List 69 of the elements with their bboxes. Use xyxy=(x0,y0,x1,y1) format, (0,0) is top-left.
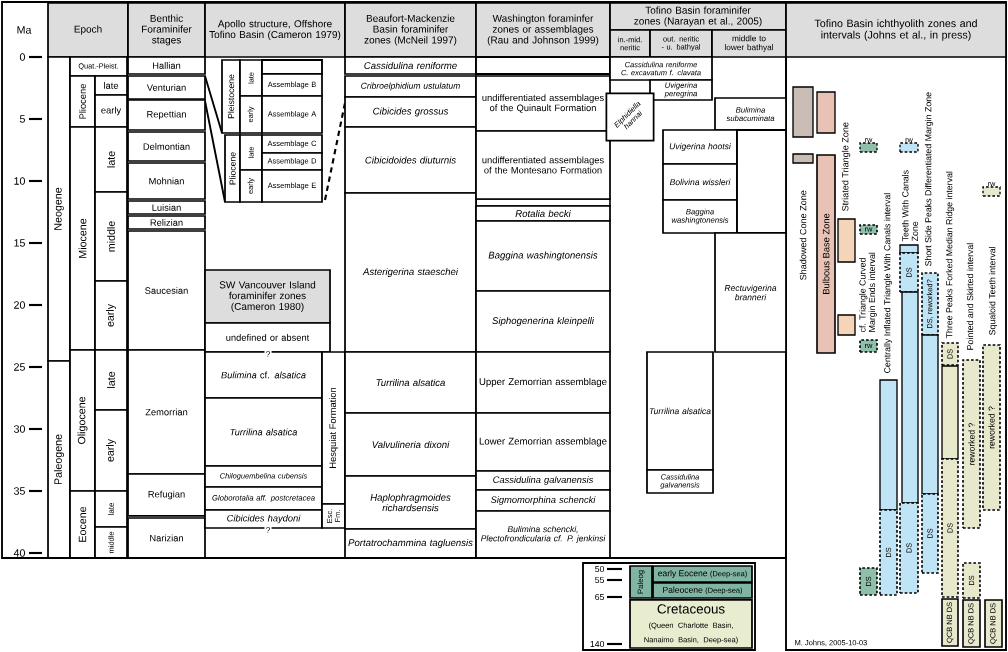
zone-name: Centrally Inflated Triangle With Canals interval xyxy=(883,193,893,373)
epoch-cell: late xyxy=(94,490,128,528)
epoch-cell: middle xyxy=(94,191,128,282)
range-bar: Bulbous Base Zone xyxy=(816,154,836,354)
range-bar xyxy=(837,314,856,336)
zone-name: Short Side Peaks Differentiated Margin Zone xyxy=(924,92,934,266)
zone-name: Three Peaks Forked Median Ridge interval xyxy=(945,171,955,339)
axis-tick: 35 xyxy=(13,487,42,495)
column-header: Apollo structure, Offshore Tofino Basin (Cameron 1979) xyxy=(204,2,346,58)
column-header: middle to lower bathyal xyxy=(711,29,787,58)
axis-tick: 55 xyxy=(595,576,622,583)
range-bar xyxy=(816,91,836,134)
axis-title: Ma xyxy=(17,26,32,34)
axis-tick: 5 xyxy=(19,115,42,123)
axis-tick: 20 xyxy=(14,301,42,309)
axis-tick: 15 xyxy=(14,239,42,247)
column-header: SW Vancouver Island foraminifer zones (Cameron 1980) xyxy=(204,269,331,324)
zone-cell: Rectuvigerina branneri xyxy=(714,232,787,353)
epoch-cell: late xyxy=(94,75,128,96)
range-bar xyxy=(879,379,898,511)
epoch-cell: late xyxy=(94,126,128,193)
zone-cell: Cassidulina galvanensis xyxy=(475,470,611,491)
axis-tick: 50 xyxy=(595,565,622,573)
range-bar: reworked ? xyxy=(982,344,1001,511)
axis-tick: 0 xyxy=(19,53,42,61)
axis-tick: 65 xyxy=(595,593,622,601)
zone-cell: Uvigerina hootsi xyxy=(662,129,738,165)
zone-name: Squaloid Teeth interval xyxy=(988,247,998,335)
zone-cell: Rotalia becki xyxy=(475,205,611,222)
zone-name: Shadowed Cone Zone xyxy=(799,190,807,280)
axis-tick: 10 xyxy=(14,177,42,185)
zone-cell: Bolivina wissleri xyxy=(662,163,738,201)
zone-name: Teeth With Canals Zone xyxy=(902,170,918,242)
axis-tick: 40 xyxy=(13,549,42,557)
zone-cell: Cribroelphidium ustulatum xyxy=(344,75,477,98)
epoch-cell: early xyxy=(94,94,128,128)
stage-cell: Delmontian xyxy=(127,131,206,162)
zone-cell: Portatrochammina tagluensis xyxy=(344,528,477,559)
stage-cell: Hallian xyxy=(127,56,206,75)
zone-cell: Cassidulina reniforme xyxy=(344,56,477,75)
zone-cell: Sigmomorphina schencki xyxy=(475,489,611,512)
column-header: Epoch xyxy=(47,2,129,58)
question-mark: ? xyxy=(264,349,272,359)
range-bar xyxy=(837,218,856,263)
empty-cell xyxy=(261,59,323,75)
stage-cell: Luisian xyxy=(127,200,206,215)
range-bar xyxy=(899,244,919,254)
epoch-cell: late xyxy=(94,349,128,411)
range-bar xyxy=(792,86,814,138)
axis-tick: 30 xyxy=(13,425,42,433)
epoch-cell: Eocene xyxy=(69,490,96,559)
axis-tick: 140 xyxy=(590,640,622,648)
zone-name: cf. Triangle Curved Margin Ends interval xyxy=(859,252,877,332)
zone-cell: Haplophragmoides richardsensis xyxy=(344,475,477,530)
range-bar xyxy=(792,153,814,164)
zone-cell: Cibicides grossus xyxy=(344,96,477,128)
column-header: Benthic Foraminifer stages xyxy=(127,2,206,58)
zone-cell: undifferentiated assemblages of the Montesano Formation xyxy=(475,130,611,200)
range-bar: reworked ? xyxy=(962,359,981,529)
zone-cell: Upper Zemorrian assemblage xyxy=(475,351,611,414)
column-header: Beaufort-Mackenzie Basin foraminifer zones (McNeil 1997) xyxy=(344,2,477,58)
question-mark: ? xyxy=(264,525,272,535)
zone-cell: Siphogenerina kleinpelli xyxy=(475,290,611,353)
epoch-cell: early xyxy=(94,280,128,351)
stage-cell: Relizian xyxy=(127,215,206,230)
axis-tick: 25 xyxy=(14,363,42,371)
zone-name: Striated Triangle Zone xyxy=(841,122,851,211)
zone-name: Pointed and Skirted interval xyxy=(966,243,974,350)
epoch-cell: Pleistocene xyxy=(221,59,241,134)
